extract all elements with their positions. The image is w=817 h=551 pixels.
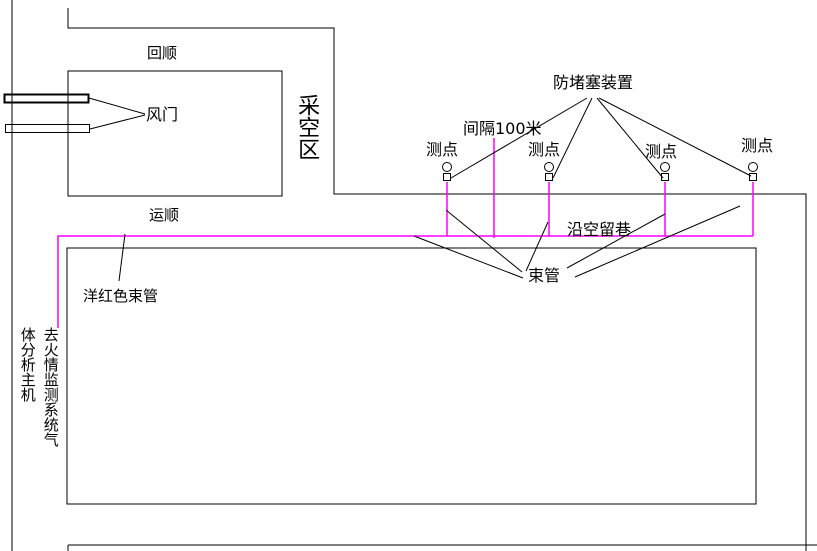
label-to-monitoring-system: 去火情监测系统气 <box>41 327 60 447</box>
air-door-1 <box>3 93 90 104</box>
measure-point-4 <box>748 162 758 181</box>
air-door-2 <box>5 124 90 133</box>
air-door-leader-1 <box>88 97 146 115</box>
coal-pillar-block <box>67 70 283 197</box>
bundle-leader-2 <box>445 209 523 273</box>
label-goaf: 采空区 <box>294 94 320 160</box>
label-interval: 间隔100米 <box>463 119 542 138</box>
label-magenta-tube: 洋红色束管 <box>83 287 159 305</box>
anti-block-leader-3 <box>596 97 664 179</box>
bundle-leader-4 <box>566 213 666 269</box>
bundle-tube-main <box>57 235 753 328</box>
anti-block-leader-4 <box>598 97 752 177</box>
label-measure-point-1: 测点 <box>426 140 459 159</box>
label-measure-point-3: 测点 <box>645 142 678 161</box>
label-measure-point-2: 测点 <box>528 140 561 159</box>
measure-point-2 <box>544 162 554 181</box>
label-return-roadway: 回顺 <box>147 44 178 62</box>
measure-point-3 <box>660 162 670 181</box>
anti-block-leader-2 <box>552 97 593 179</box>
label-air-door: 风门 <box>146 105 179 124</box>
label-bundle-tube: 束管 <box>528 266 561 285</box>
label-anti-blocking-device: 防堵塞装置 <box>553 73 634 92</box>
anti-block-leader-1 <box>450 97 588 179</box>
upper-roadway-wall <box>67 8 807 551</box>
measure-point-1 <box>442 162 452 181</box>
bundle-leader-5 <box>574 205 741 278</box>
label-gas-analysis-host: 体分析主机 <box>18 327 37 402</box>
air-door-leader-2 <box>89 114 146 130</box>
label-gob-side-roadway: 沿空留巷 <box>567 220 632 239</box>
working-face-block <box>66 247 757 505</box>
bundle-leader-1 <box>413 235 524 279</box>
label-transport-roadway: 运顺 <box>149 206 180 224</box>
label-measure-point-4: 测点 <box>741 136 774 155</box>
bundle-leader-3 <box>525 221 549 272</box>
magenta-tube-leader <box>118 233 126 282</box>
